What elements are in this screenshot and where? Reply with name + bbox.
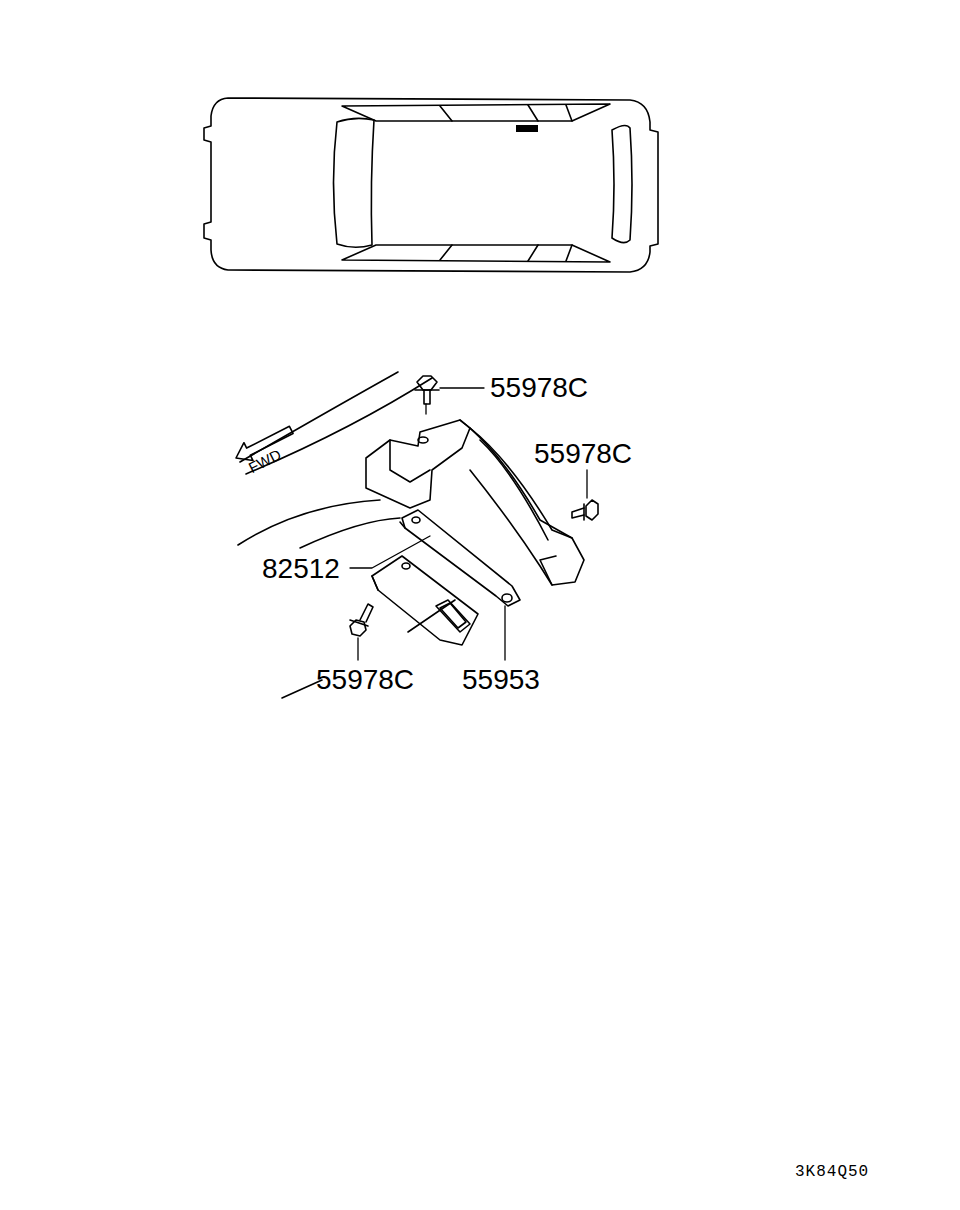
callout-number: 55978C — [490, 374, 588, 402]
callout-number: 82512 — [262, 555, 340, 583]
callout-number: 55978C — [534, 440, 632, 468]
vehicle-top-view — [204, 98, 658, 272]
drawing-code: 3K84Q50 — [795, 1164, 869, 1180]
cover-82512 — [372, 556, 478, 645]
strap-55953 — [400, 510, 520, 606]
bolt — [350, 604, 373, 636]
callout-number: 55978C — [316, 666, 414, 694]
body-panel-lines — [238, 372, 455, 698]
bolt — [572, 500, 598, 520]
bolt — [415, 376, 439, 404]
leader-line — [350, 388, 587, 660]
callout-number: 55953 — [462, 666, 540, 694]
direction-label: FWD — [246, 446, 283, 475]
